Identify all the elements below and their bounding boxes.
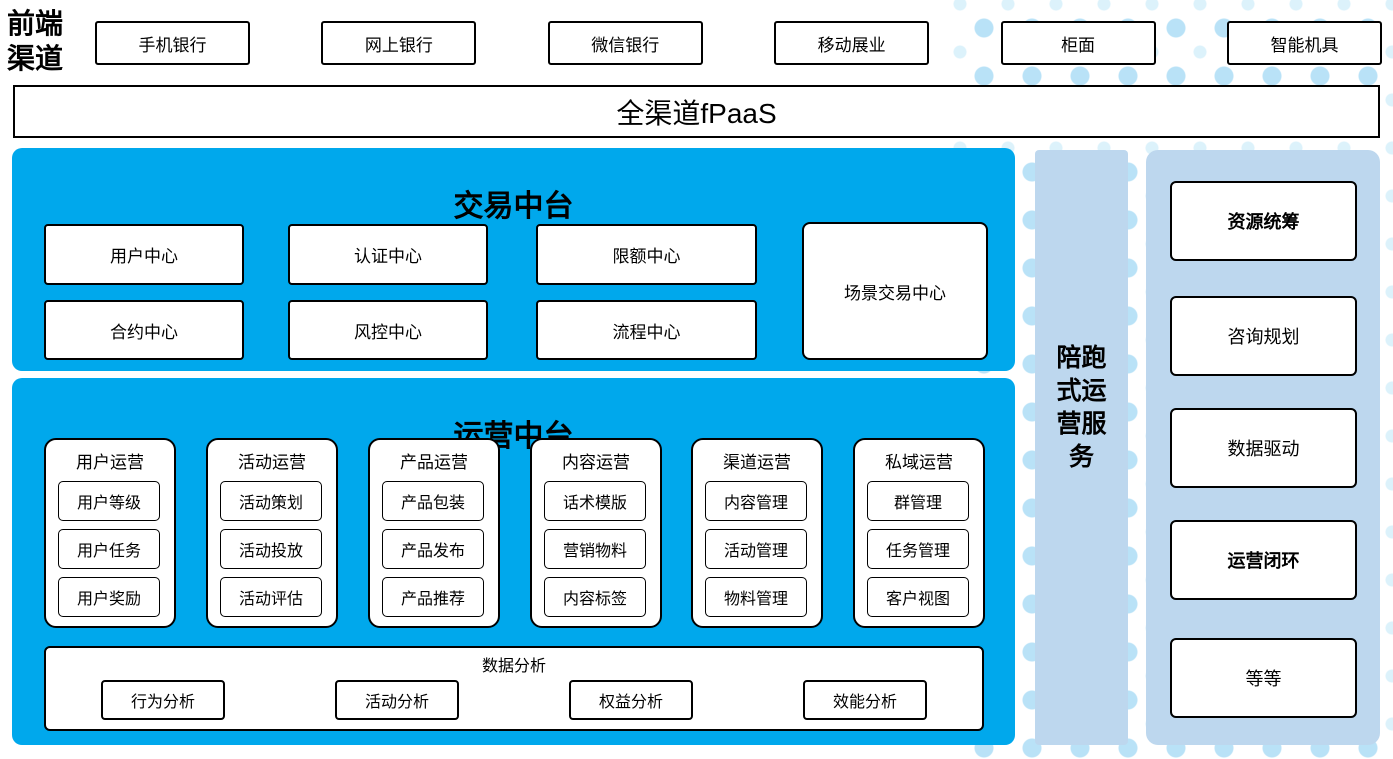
group-item: 话术模版 [544, 481, 646, 521]
group-private-domain-operations: 私域运营 群管理 任务管理 客户视图 [853, 438, 985, 628]
group-item: 内容标签 [544, 577, 646, 617]
service-box-operations-closed-loop: 运营闭环 [1170, 520, 1357, 600]
center-box-risk-control: 风控中心 [288, 300, 488, 360]
group-item: 用户奖励 [58, 577, 160, 617]
group-title: 内容运营 [562, 453, 630, 472]
center-box-scenario-transaction: 场景交易中心 [802, 222, 988, 360]
group-user-operations: 用户运营 用户等级 用户任务 用户奖励 [44, 438, 176, 628]
center-box-user: 用户中心 [44, 224, 244, 285]
service-box-etc: 等等 [1170, 638, 1357, 718]
group-product-operations: 产品运营 产品包装 产品发布 产品推荐 [368, 438, 500, 628]
omni-channel-fpaas-bar: 全渠道fPaaS [13, 85, 1380, 138]
companion-operations-service-label: 陪跑式运营服务 [1056, 343, 1107, 471]
analysis-box-behavior: 行为分析 [101, 680, 225, 720]
service-box-resource-coordination: 资源统筹 [1170, 181, 1357, 261]
group-item: 内容管理 [705, 481, 807, 521]
group-item: 产品推荐 [382, 577, 484, 617]
analysis-box-rights: 权益分析 [569, 680, 693, 720]
channel-box-wechat-banking: 微信银行 [547, 21, 703, 65]
group-item: 活动管理 [705, 529, 807, 569]
group-item: 群管理 [867, 481, 969, 521]
analysis-box-activity: 活动分析 [335, 680, 459, 720]
group-item: 客户视图 [867, 577, 969, 617]
service-capabilities-panel: 资源统筹 咨询规划 数据驱动 运营闭环 等等 [1146, 150, 1380, 745]
service-box-consulting-planning: 咨询规划 [1170, 296, 1357, 376]
group-channel-operations: 渠道运营 内容管理 活动管理 物料管理 [691, 438, 823, 628]
channel-box-mobile-banking: 手机银行 [95, 21, 250, 65]
front-channels-label: 前端渠道 [7, 7, 64, 75]
group-item: 活动评估 [220, 577, 322, 617]
data-analysis-title: 数据分析 [481, 658, 546, 675]
channel-box-counter: 柜面 [1000, 21, 1156, 65]
channel-box-online-banking: 网上银行 [321, 21, 477, 65]
channel-box-smart-machines: 智能机具 [1226, 21, 1382, 65]
center-box-process: 流程中心 [536, 300, 757, 360]
group-item: 活动策划 [220, 481, 322, 521]
transaction-platform-title: 交易中台 [453, 188, 574, 224]
companion-operations-service-bar: 陪跑式运营服务 [1035, 150, 1128, 745]
front-channels-row: 手机银行 网上银行 微信银行 移动展业 柜面 智能机具 [95, 21, 1382, 65]
group-title: 私域运营 [885, 453, 953, 472]
operations-platform-section: 运营中台 用户运营 用户等级 用户任务 用户奖励 活动运营 活动策划 活动投放 … [12, 378, 1015, 745]
group-item: 产品包装 [382, 481, 484, 521]
group-item: 任务管理 [867, 529, 969, 569]
center-box-authentication: 认证中心 [288, 224, 488, 285]
group-activity-operations: 活动运营 活动策划 活动投放 活动评估 [206, 438, 338, 628]
group-title: 产品运营 [400, 453, 468, 472]
group-item: 用户任务 [58, 529, 160, 569]
group-title: 活动运营 [238, 453, 306, 472]
center-box-limit: 限额中心 [536, 224, 757, 285]
group-item: 用户等级 [58, 481, 160, 521]
channel-box-mobile-sales: 移动展业 [774, 21, 930, 65]
group-content-operations: 内容运营 话术模版 营销物料 内容标签 [530, 438, 662, 628]
analysis-box-efficiency: 效能分析 [803, 680, 927, 720]
group-item: 营销物料 [544, 529, 646, 569]
data-analysis-panel: 数据分析 行为分析 活动分析 权益分析 效能分析 [44, 646, 984, 731]
group-title: 用户运营 [76, 453, 144, 472]
group-title: 渠道运营 [723, 453, 791, 472]
transaction-platform-section: 交易中台 用户中心 认证中心 限额中心 合约中心 风控中心 流程中心 场景交易中… [12, 148, 1015, 371]
service-box-data-driven: 数据驱动 [1170, 408, 1357, 488]
group-item: 活动投放 [220, 529, 322, 569]
group-item: 产品发布 [382, 529, 484, 569]
center-box-contract: 合约中心 [44, 300, 244, 360]
group-item: 物料管理 [705, 577, 807, 617]
data-analysis-row: 行为分析 活动分析 权益分析 效能分析 [46, 680, 982, 720]
